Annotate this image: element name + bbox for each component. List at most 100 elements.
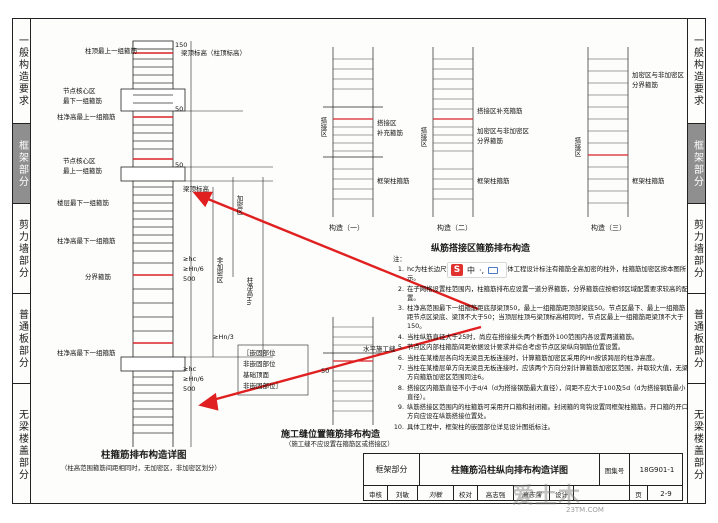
dim-dense: 加密区 <box>235 195 243 215</box>
dense-nondense-label: 加密区与非加密区 <box>632 71 684 79</box>
note-number: 9. <box>397 403 404 411</box>
note-item: 4.当柱纵筋直径大于25时，尚应在搭接接头两个断面外100范围内各设置两道箍筋。 <box>393 333 691 342</box>
left-category-tabs: 一般构造要求 框架部分 剪力墙部分 普通板部分 无梁楼盖部分 <box>13 19 31 503</box>
tab-general-right[interactable]: 一般构造要求 <box>688 19 705 124</box>
dim-150: 150 <box>175 41 188 49</box>
drawing-area: 柱顶最上一组箍筋 梁顶标高（柱顶标高） 节点核心区 最下一组箍筋 柱净高最上一组… <box>33 27 688 472</box>
note-text: 搭接区内箍筋直径不小于d/4（d为搭接钢筋最大直径），间距不应大于100及5d（… <box>407 383 686 401</box>
construction-joint-subtitle: （施工缝不应设置在箍筋区或搭接区） <box>285 440 394 448</box>
caption-3: 构造（三） <box>591 224 626 232</box>
lap-detail-2-hoops <box>433 58 473 200</box>
dim-hc: ≥hc <box>183 255 197 263</box>
lap-zone-label-1: 搭接区 <box>319 117 327 137</box>
label-col-net-hoop-2: 柱净高最下一组箍筋 <box>57 349 116 357</box>
dim-hc-2: ≥hc <box>183 365 197 373</box>
tb-check-label: 校对 <box>454 486 478 501</box>
tab-plate-right[interactable]: 普通板部分 <box>688 294 705 384</box>
tb-atlas-no: 18G901-1 <box>639 465 675 474</box>
note-text: 柱净高范围最下一组箍筋距底部梁顶50，最上一组箍筋距顶部梁底50。节点区最下、最… <box>407 304 686 330</box>
note-text: 当柱纵筋直径大于25时，尚应在搭接接头两个断面外100范围内各设置两道箍筋。 <box>407 332 639 341</box>
lap-detail-1 <box>323 47 383 217</box>
notes-header: 注： <box>393 255 406 263</box>
tb-check-name: 高志强 <box>478 486 514 501</box>
column-detail-svg <box>120 40 629 447</box>
label-col-net-top-hoop: 柱净高最上一组箍筋 <box>57 113 116 121</box>
tab-general[interactable]: 一般构造要求 <box>13 19 30 124</box>
notes-list: 1.hc为柱长边尺寸（圆柱直径），除具体工程设计标注有箍筋全高加密的柱外，柱箍筋… <box>393 265 691 432</box>
note-number: 3. <box>397 304 404 312</box>
box-line-2: 非嵌固部位 <box>243 360 276 368</box>
tb-review-name: 刘敏 <box>388 486 418 501</box>
note-number: 5. <box>397 343 404 351</box>
note-number: 10. <box>393 422 404 431</box>
embedded-zone-box <box>237 344 309 396</box>
split-hoop-label: 分界箍筋 <box>477 137 503 145</box>
hoops <box>133 52 173 434</box>
tb-review-signature: 刘敏 <box>418 486 454 501</box>
tb-atlas-label: 图集号 <box>600 454 630 485</box>
tab-flat-slab[interactable]: 无梁楼盖部分 <box>16 408 28 481</box>
note-item: 5.节点区内部柱箍筋间距依据设计要求并综合考虑节点区梁纵向钢筋位置设置。 <box>393 343 691 352</box>
note-text: 节点区内部柱箍筋间距依据设计要求并综合考虑节点区梁纵向钢筋位置设置。 <box>407 343 625 351</box>
watermark-url: 23TM.COM <box>566 506 604 514</box>
lap-zone-label-3: 搭接区 <box>573 137 581 157</box>
title-block-row-2: 审核 刘敏 刘敏 校对 高志强 高志强 设计 页 2-9 <box>364 486 682 501</box>
label-node-core-2: 节点核心区 <box>63 157 96 165</box>
lap-detail-1-hoops <box>333 58 373 200</box>
notes-block: 注： 1.hc为柱长边尺寸（圆柱直径），除具体工程设计标注有箍筋全高加密的柱外，… <box>393 255 691 433</box>
tab-plate[interactable]: 普通板部分 <box>13 294 30 384</box>
note-text: 具体工程中，框架柱的嵌固部位详见设计图纸标注。 <box>407 422 554 431</box>
construction-joint-hoops <box>333 326 373 412</box>
note-item: 10.具体工程中，框架柱的嵌固部位详见设计图纸标注。 <box>393 423 691 432</box>
note-number: 2. <box>397 284 404 293</box>
tab-shear-wall-right[interactable]: 剪力墙部分 <box>688 204 705 294</box>
lap-detail-3-hoops <box>588 58 628 204</box>
water-stop-label: 水平施工缝 <box>363 345 396 353</box>
note-number: 6. <box>397 353 404 362</box>
box-line-4: 非嵌固部位］ <box>243 382 282 390</box>
ime-toolbar[interactable]: S 中 ·, <box>447 262 507 278</box>
lap-detail-3 <box>587 47 629 217</box>
note-item: 7.当柱在某楼层单方向无梁且无板连接时，应该两个方向分别计算箍筋加密区范围，并取… <box>393 364 691 382</box>
frame-hoop-label-2: 框架柱箍筋 <box>477 177 510 185</box>
supplement-hoop-label: 补充箍筋 <box>377 129 403 137</box>
construction-joint-title: 施工缝位置箍筋排布构造 <box>281 430 381 440</box>
joint-dim: 50 <box>321 367 330 375</box>
dim-hn6: ≥Hn/6 <box>183 265 204 273</box>
ime-keyboard-icon[interactable] <box>488 266 499 274</box>
label-col-net-hoop: 柱净高最下一组箍筋 <box>57 237 116 245</box>
label-top-hoop: 柱顶最上一组箍筋 <box>85 47 137 55</box>
tab-frame-right[interactable]: 框架部分 <box>688 124 705 204</box>
watermark-logo: 爱土木 <box>512 483 582 509</box>
tb-page-label: 页 <box>630 486 648 501</box>
ime-language-toggle[interactable]: 中 <box>467 265 475 275</box>
tb-design-name <box>574 486 630 501</box>
title-block-row-1: 框架部分 柱箍筋沿柱纵向排布构造详图 图集号 18G901-1 <box>364 454 682 486</box>
dim-50-a: 50 <box>175 105 184 113</box>
label-node-bottom-hoop: 最下一组箍筋 <box>63 97 102 105</box>
detail-subtitle: （柱高范围箍筋间距相同时，无加密区，非加密区划分） <box>61 464 221 472</box>
tb-check-signature: 高志强 <box>514 486 550 501</box>
caption-1: 构造（一） <box>329 224 364 232</box>
note-text: hc为柱长边尺寸（圆柱直径），除具体工程设计标注有箍筋全高加密的柱外，柱箍筋加密… <box>407 265 687 282</box>
lap-zone-label-1b: 搭接区 <box>377 119 397 127</box>
note-item: 1.hc为柱长边尺寸（圆柱直径），除具体工程设计标注有箍筋全高加密的柱外，柱箍筋… <box>393 265 691 283</box>
tab-frame[interactable]: 框架部分 <box>13 124 30 204</box>
dim-non-dense: 非加密区 <box>215 257 223 283</box>
note-number: 4. <box>397 332 404 341</box>
dim-hn: 柱净高Hn <box>245 277 253 306</box>
note-item: 3.柱净高范围最下一组箍筋距底部梁顶50，最上一组箍筋距顶部梁底50。节点区最下… <box>393 304 691 331</box>
label-split-hoop: 分界箍筋 <box>85 273 111 281</box>
tab-shear-wall[interactable]: 剪力墙部分 <box>13 204 30 294</box>
tab-flat-slab-right[interactable]: 无梁楼盖部分 <box>691 408 703 481</box>
split-hoop-label-2: 分界箍筋 <box>632 81 658 89</box>
note-text: 在子网格设置柱范围内，柱箍筋排布应设置一道分界箍筋，分界箍筋应按相邻区域配置要求… <box>407 284 689 302</box>
note-text: 当柱在某楼层单方向无梁且无板连接时，应该两个方向分别计算箍筋加密区范围，并取较大… <box>407 364 689 381</box>
box-line-3: 基础顶面 <box>243 371 269 379</box>
ime-punctuation-toggle[interactable]: ·, <box>479 265 485 275</box>
label-beam-top-2: 梁顶标高 <box>183 185 209 193</box>
tb-design-label: 设计 <box>550 486 574 501</box>
sogou-logo-icon[interactable]: S <box>451 264 463 276</box>
dimension-lines <box>185 41 273 447</box>
lap-dense-label: 加密区与非加密区 <box>477 127 529 135</box>
